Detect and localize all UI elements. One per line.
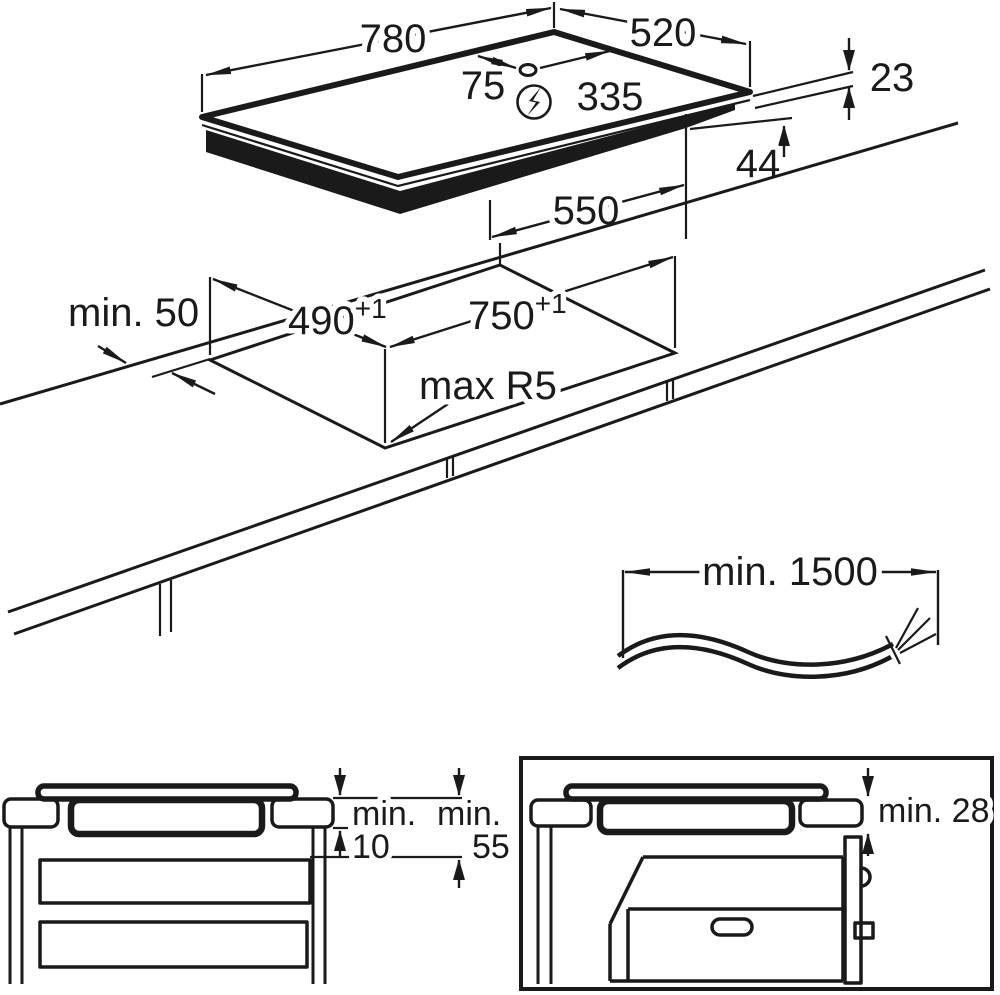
worktop-right-block (798, 798, 864, 828)
cable-gland-hole-icon (518, 63, 538, 77)
dim-line-box-width (491, 183, 685, 239)
ext-line (151, 357, 211, 379)
dim-cable-left-label: 75 (461, 64, 506, 108)
latch (853, 921, 875, 940)
dim-line-cutout-depth (212, 277, 387, 349)
cutout-depth-value: 490 (288, 299, 355, 343)
drawer-upper (38, 858, 312, 905)
hob-box-section (596, 797, 796, 836)
dim-hob-width-label: 780 (360, 17, 427, 61)
drawer-installation-view: min. 10 min. 55 (2, 768, 515, 984)
oven-installation-view: min. 28 (519, 756, 995, 991)
power-supply-icon (516, 84, 552, 120)
cable-top-line (616, 633, 895, 667)
oven-clearance-label: min. 28 (878, 792, 990, 830)
hob-box-section (67, 796, 266, 838)
clearance-value-label: 55 (472, 828, 510, 866)
dim-box-width-label: 550 (553, 189, 620, 233)
hob-glass-top (199, 29, 753, 180)
cutout-width-label: 750+1 (468, 288, 567, 338)
worktop-front-bottom-edge (13, 287, 991, 636)
ext-line (754, 84, 854, 110)
drawer-lower (38, 920, 309, 969)
dim-line-cutout-width (389, 255, 674, 349)
cutout-depth-tolerance: +1 (355, 293, 387, 324)
gap-value-label: 10 (352, 828, 390, 866)
power-cable-view: min. 1500 (616, 545, 940, 679)
cutout-width-value: 750 (468, 294, 535, 338)
hinge-bump (860, 866, 872, 888)
cutout-opening (206, 263, 679, 450)
ext-line (689, 116, 793, 131)
dim-rim-height-label: 23 (870, 56, 915, 100)
ext-line (752, 70, 854, 98)
oven-outline (608, 855, 845, 983)
panel-border (519, 756, 994, 991)
dim-hob-depth-label: 520 (630, 11, 697, 55)
dim-line-cable-left (477, 54, 517, 70)
oven-handle (710, 917, 754, 937)
worktop-left-block (2, 797, 60, 829)
dim-arrow-clearance-a (97, 344, 127, 365)
hob-glass-section (35, 783, 299, 802)
worktop-left-block (529, 798, 593, 828)
cable-stripped-end (885, 607, 937, 665)
dim-box-height-label: 44 (736, 142, 781, 186)
worktop-right-block (270, 797, 335, 829)
cable-length-label: min. 1500 (702, 550, 878, 594)
hob-isometric-view: 780 520 75 335 23 44 550 (199, 2, 920, 240)
corner-radius-label: max R5 (419, 364, 557, 408)
cable-bottom-line (616, 645, 893, 679)
hob-glass-lower-edge (201, 98, 751, 188)
worktop-cutout-view: min. 50 490+1 750+1 max R5 (0, 121, 991, 636)
dim-line-hob-width (205, 6, 552, 77)
cabinet-right-panel (843, 835, 875, 985)
corner-radius-arrow (390, 403, 449, 443)
dim-line-cable-right (539, 49, 611, 70)
hob-body (206, 103, 735, 214)
hob-glass-section (563, 783, 829, 802)
dim-line-hob-depth (559, 7, 747, 46)
cutout-clearance-label: min. 50 (68, 291, 199, 335)
dim-cable-right-label: 335 (577, 75, 644, 119)
clearance-min-label: min. (437, 795, 501, 833)
dim-arrow-clearance-b (171, 371, 216, 396)
cutout-width-tolerance: +1 (535, 288, 567, 319)
cutout-depth-label: 490+1 (288, 293, 387, 343)
gap-min-label: min. (352, 795, 416, 833)
worktop-front-edge (7, 268, 986, 614)
